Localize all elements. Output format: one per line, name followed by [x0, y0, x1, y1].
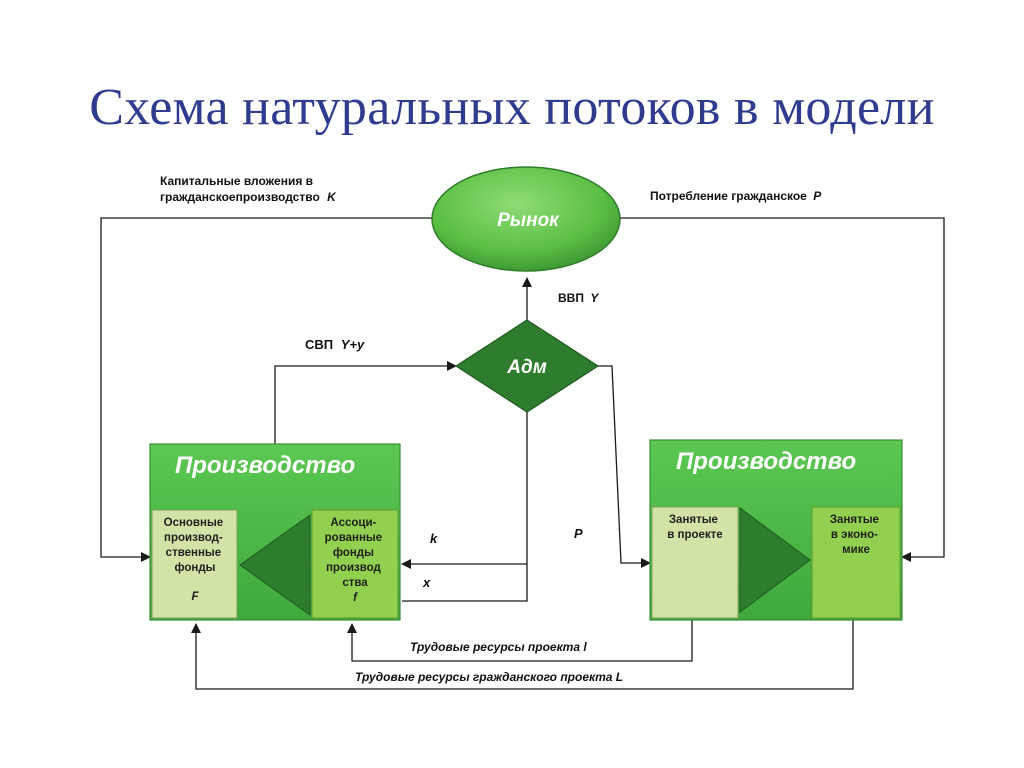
- flow-labor-project-line: [347, 620, 693, 662]
- employed-economy-box: [811, 506, 901, 619]
- flow-p-label: P: [574, 526, 583, 541]
- flow-capital-investment-line: [100, 217, 432, 562]
- flow-labor-civil-line: [191, 620, 854, 690]
- flow-kx-line: [402, 412, 528, 602]
- labor-civil-label: Трудовые ресурсы гражданского проекта L: [355, 670, 623, 684]
- conversion-triangle-right: [739, 507, 811, 613]
- production-left-title: Производство: [175, 452, 355, 479]
- production-right-title: Производство: [676, 448, 856, 475]
- labor-project-label: Трудовые ресурсы проекта l: [410, 640, 587, 654]
- gross-product-label: СВП Y+y: [305, 337, 365, 352]
- connectors: [100, 217, 945, 690]
- flow-consumption-line: [620, 217, 945, 562]
- flow-x-label: x: [422, 575, 431, 590]
- adm-node: Адм: [454, 319, 600, 413]
- page-title: Схема натуральных потоков в модели: [89, 79, 935, 136]
- assoc-funds-symbol: f: [353, 592, 358, 604]
- market-label: Рынок: [497, 210, 560, 231]
- fixed-assets-box: [151, 509, 238, 619]
- conversion-triangle-left: [239, 514, 311, 616]
- fixed-assets-label: Основные производ- ственные фонды: [164, 517, 227, 574]
- assoc-funds-box: [311, 509, 399, 619]
- employed-economy-label: Занятые в эконо- мике: [830, 514, 882, 556]
- consumption-label: Потребление гражданское P: [650, 189, 822, 203]
- adm-label: Адм: [506, 357, 547, 378]
- flow-p-line: [598, 365, 651, 568]
- capital-investment-label: Капитальные вложения в гражданскоепроизв…: [160, 174, 337, 204]
- production-right-box: Производство Занятые в проекте Занятые в…: [649, 439, 903, 621]
- production-left-box: Производство Основные производ- ственные…: [149, 443, 401, 621]
- flow-gross-product-line: [274, 361, 457, 446]
- gdp-label: ВВП Y: [558, 291, 599, 305]
- market-node: Рынок: [431, 166, 621, 272]
- fixed-assets-symbol: F: [191, 591, 199, 603]
- flow-k-label: k: [430, 531, 438, 546]
- assoc-funds-label: Ассоци- рованные фонды производ ства: [325, 517, 386, 589]
- employed-project-box: [651, 506, 739, 619]
- employed-project-label: Занятые в проекте: [667, 514, 722, 541]
